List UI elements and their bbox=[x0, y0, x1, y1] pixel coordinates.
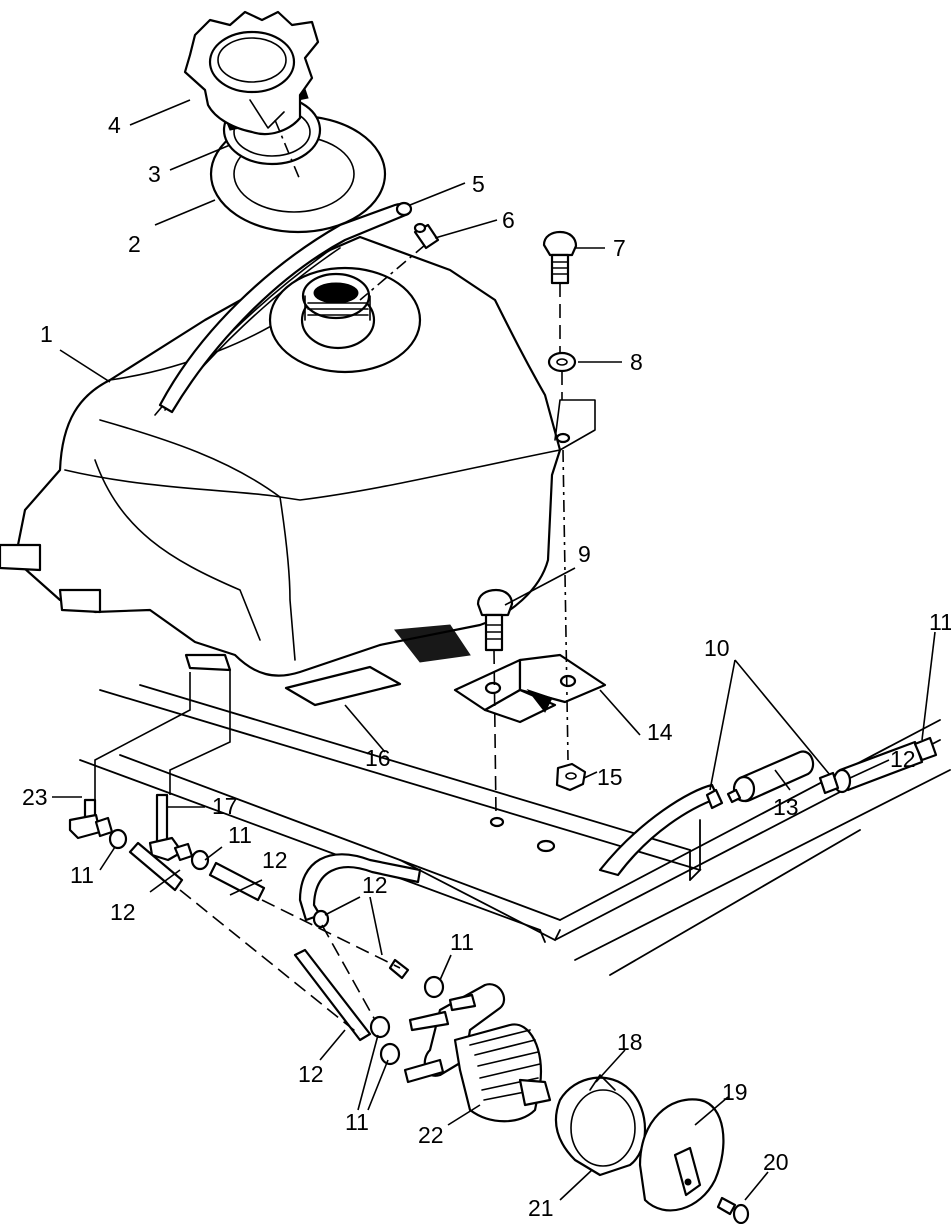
callout-12-left: 12 bbox=[110, 899, 136, 925]
callout-5: 5 bbox=[472, 171, 485, 197]
callout-15: 15 bbox=[597, 764, 623, 790]
fuel-tank bbox=[0, 235, 596, 713]
callout-14: 14 bbox=[647, 719, 673, 745]
tank-pad bbox=[284, 665, 402, 707]
callout-11-left: 11 bbox=[70, 862, 94, 888]
mount-bracket bbox=[453, 653, 607, 853]
callout-6: 6 bbox=[502, 207, 515, 233]
callout-2: 2 bbox=[128, 231, 141, 257]
callout-8: 8 bbox=[630, 349, 643, 375]
fuel-line-filter bbox=[598, 783, 724, 877]
callout-4: 4 bbox=[108, 112, 121, 138]
callout-18: 18 bbox=[617, 1029, 643, 1055]
pump-cover bbox=[638, 1098, 725, 1212]
callout-22: 22 bbox=[418, 1122, 444, 1148]
hose-routing-2 bbox=[261, 899, 401, 969]
callout-12-center: 12 bbox=[262, 847, 288, 873]
callout-12-upper-right: 12 bbox=[890, 746, 916, 772]
nut bbox=[555, 762, 587, 792]
valve-routing bbox=[94, 670, 231, 800]
vent-hose bbox=[158, 201, 413, 414]
hose-clamps bbox=[108, 828, 445, 1066]
leader-lines bbox=[52, 99, 936, 1201]
callout-9: 9 bbox=[578, 541, 591, 567]
callout-11-lower: 11 bbox=[345, 1109, 369, 1135]
lock-ring bbox=[554, 1074, 647, 1177]
washer bbox=[547, 351, 577, 761]
callout-11-pump: 11 bbox=[450, 929, 474, 955]
fuel-cap bbox=[183, 10, 320, 181]
callout-17: 17 bbox=[212, 793, 238, 819]
fuel-pump bbox=[403, 983, 552, 1123]
callout-11-center: 11 bbox=[228, 822, 252, 848]
vent-valve bbox=[68, 798, 114, 840]
hose-routing-1 bbox=[179, 889, 361, 1036]
callout-20: 20 bbox=[763, 1149, 789, 1175]
hose-routing-3 bbox=[321, 924, 376, 1021]
cover-screw bbox=[716, 1196, 750, 1224]
callout-3: 3 bbox=[148, 161, 161, 187]
bolt-upper bbox=[542, 230, 578, 355]
callout-16: 16 bbox=[365, 745, 391, 771]
callout-23: 23 bbox=[22, 784, 48, 810]
fuel-filter bbox=[726, 750, 815, 804]
callout-11-upper-right: 11 bbox=[929, 609, 951, 635]
callout-7: 7 bbox=[613, 235, 626, 261]
bolt-lower bbox=[476, 588, 514, 816]
callout-13: 13 bbox=[773, 794, 799, 820]
callout-19: 19 bbox=[722, 1079, 748, 1105]
callout-1: 1 bbox=[40, 321, 53, 347]
frame-rails bbox=[79, 684, 951, 976]
vent-fitting bbox=[359, 222, 440, 301]
fuel-valve bbox=[148, 793, 194, 862]
callout-12-lower: 12 bbox=[298, 1061, 324, 1087]
callout-12-loop: 12 bbox=[362, 872, 388, 898]
callout-labels: 1 2 3 4 5 6 7 8 9 10 11 11 11 11 11 12 1… bbox=[22, 112, 951, 1221]
fuel-line-upper bbox=[818, 736, 938, 795]
callout-10: 10 bbox=[704, 635, 730, 661]
callout-21: 21 bbox=[528, 1195, 554, 1221]
